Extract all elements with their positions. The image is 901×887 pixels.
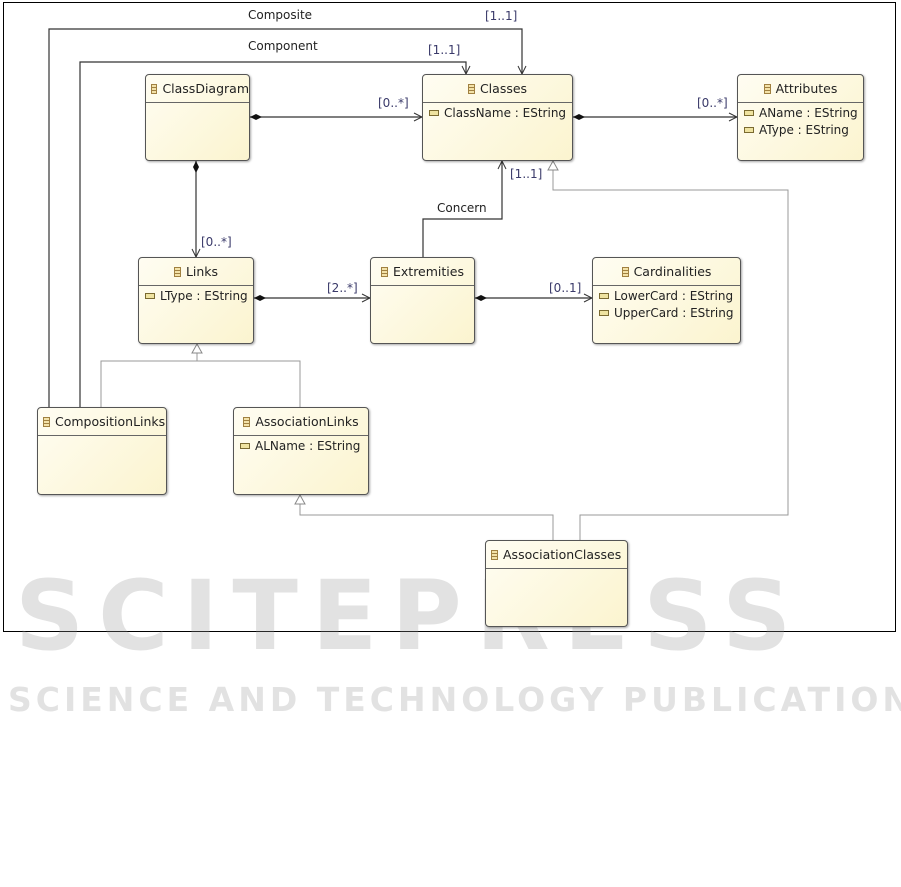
class-header: ClassDiagram — [146, 75, 249, 103]
eattribute-icon — [240, 443, 250, 449]
eattribute-icon — [744, 110, 754, 116]
class-name: Attributes — [775, 81, 838, 96]
class-header: CompositionLinks — [38, 408, 166, 436]
class-header: Extremities — [371, 258, 474, 286]
attribute[interactable]: UpperCard : EString — [593, 303, 740, 320]
class-header: AssociationLinks — [234, 408, 368, 436]
attribute-label: UpperCard : EString — [614, 306, 734, 320]
class-name: Links — [185, 264, 219, 279]
watermark-main: SCITEPRESS — [15, 560, 806, 672]
eclass-icon — [173, 266, 181, 277]
class-name: Classes — [479, 81, 528, 96]
eattribute-icon — [599, 293, 609, 299]
class-associationclasses[interactable]: AssociationClasses — [485, 540, 628, 627]
mult-classdiagram-classes: [0..*] — [378, 96, 409, 110]
watermark-sub: SCIENCE AND TECHNOLOGY PUBLICATIONS — [8, 680, 901, 719]
class-header: Classes — [423, 75, 572, 103]
class-header: Attributes — [738, 75, 863, 103]
eattribute-icon — [429, 110, 439, 116]
mult-component: [1..1] — [428, 43, 461, 57]
inherit-associationlinks — [197, 360, 301, 407]
edge-component — [79, 61, 466, 407]
attribute-label: AName : EString — [759, 106, 858, 120]
eclass-icon — [467, 83, 475, 94]
eclass-icon — [621, 266, 629, 277]
attribute[interactable]: LowerCard : EString — [593, 286, 740, 303]
attribute[interactable]: AName : EString — [738, 103, 863, 120]
attribute[interactable]: AType : EString — [738, 120, 863, 137]
eattribute-icon — [599, 310, 609, 316]
mult-links-extremities: [2..*] — [327, 281, 358, 295]
eclass-icon — [491, 549, 498, 560]
class-name: CompositionLinks — [55, 414, 166, 429]
mult-composite: [1..1] — [485, 9, 518, 23]
eattribute-icon — [744, 127, 754, 133]
eattribute-icon — [145, 293, 155, 299]
class-header: AssociationClasses — [486, 541, 627, 569]
class-header: Cardinalities — [593, 258, 740, 286]
class-extremities[interactable]: Extremities — [370, 257, 475, 344]
class-name: Cardinalities — [633, 264, 712, 279]
diagram-frame — [3, 2, 896, 632]
eclass-icon — [243, 416, 251, 427]
inherit-associationclasses-classes — [547, 159, 789, 540]
attribute-label: ClassName : EString — [444, 106, 567, 120]
eclass-icon — [151, 83, 158, 94]
mult-concern: [1..1] — [510, 167, 543, 181]
class-name: Extremities — [393, 264, 464, 279]
eclass-icon — [381, 266, 388, 277]
class-compositionlinks[interactable]: CompositionLinks — [37, 407, 167, 495]
attribute[interactable]: LType : EString — [139, 286, 253, 303]
inherit-associationclasses-links — [294, 493, 554, 540]
mult-classdiagram-links: [0..*] — [201, 235, 232, 249]
class-name: AssociationClasses — [503, 547, 622, 562]
class-header: Links — [139, 258, 253, 286]
attribute-label: LowerCard : EString — [614, 289, 734, 303]
edge-concern — [422, 161, 502, 257]
mult-classes-attributes: [0..*] — [697, 96, 728, 110]
attribute[interactable]: ClassName : EString — [423, 103, 572, 120]
class-name: ClassDiagram — [162, 81, 249, 96]
eclass-icon — [763, 83, 771, 94]
edge-composite — [48, 28, 522, 407]
inherit-compositionlinks — [100, 342, 203, 407]
attribute-label: AType : EString — [759, 123, 849, 137]
mult-extremities-cardinalities: [0..1] — [549, 281, 582, 295]
label-component: Component — [248, 39, 318, 53]
attribute[interactable]: ALName : EString — [234, 436, 368, 453]
eclass-icon — [43, 416, 50, 427]
label-concern: Concern — [437, 201, 487, 215]
class-classdiagram[interactable]: ClassDiagram — [145, 74, 250, 161]
attribute-label: LType : EString — [160, 289, 248, 303]
label-composite: Composite — [248, 8, 313, 22]
class-name: AssociationLinks — [255, 414, 359, 429]
attribute-label: ALName : EString — [255, 439, 361, 453]
